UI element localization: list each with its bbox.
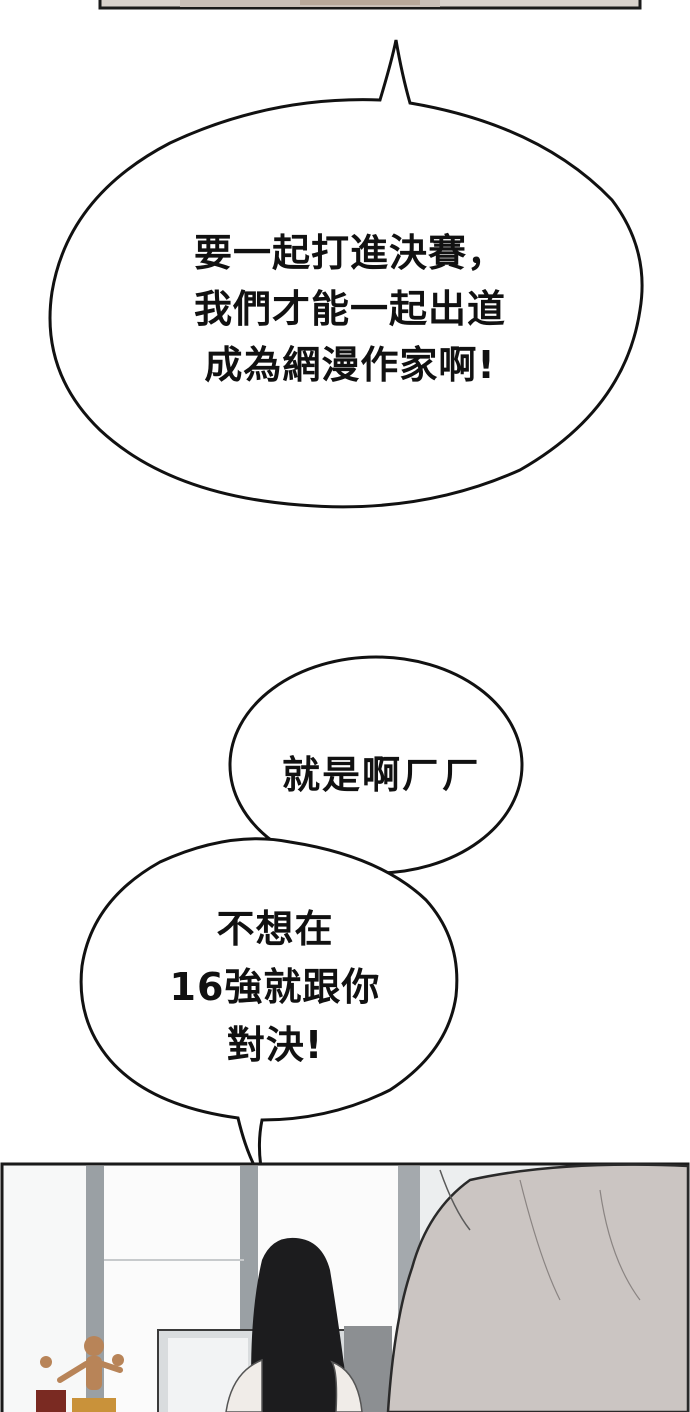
balloon-2-line-1: 就是啊ㄏㄏ — [281, 753, 482, 797]
balloon-1-line-2: 我們才能一起出道 — [193, 287, 506, 331]
speech-balloon-1-text: 要一起打進決賽， 我們才能一起出道 成為網漫作家啊! — [150, 225, 550, 393]
bottom-panel — [0, 1162, 690, 1412]
speech-balloon-3 — [79, 837, 459, 1183]
balloon-3-line-1: 不想在 — [216, 907, 334, 951]
balloon-3-line-2: 16強就跟你 — [169, 965, 381, 1009]
speech-balloon-1 — [48, 39, 644, 509]
balloon-1-line-3: 成為網漫作家啊! — [204, 343, 496, 387]
balloon-1-line-1: 要一起打進決賽， — [193, 231, 506, 275]
speech-balloon-2-text: 就是啊ㄏㄏ — [262, 752, 502, 798]
balloon-3-line-3: 對決! — [226, 1023, 324, 1067]
speech-balloon-3-text: 不想在 16強就跟你 對決! — [140, 900, 410, 1074]
top-panel-remnant — [0, 0, 690, 12]
